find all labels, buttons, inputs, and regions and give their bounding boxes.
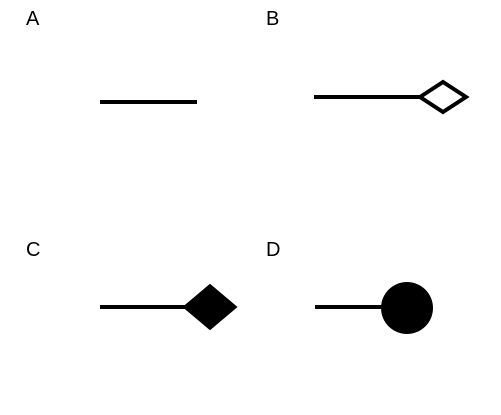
- panel-d-label: D: [266, 239, 281, 261]
- panel-c-symbol: [100, 283, 238, 331]
- panel-b-label: B: [266, 8, 280, 30]
- panel-c-label: C: [26, 239, 41, 261]
- panel-a-label: A: [26, 8, 40, 30]
- panel-b-symbol: [314, 79, 470, 115]
- filled-diamond-icon: [182, 283, 238, 331]
- filled-circle-icon: [381, 282, 433, 334]
- panel-d-symbol: [315, 282, 433, 334]
- hollow-diamond-icon: [416, 79, 470, 115]
